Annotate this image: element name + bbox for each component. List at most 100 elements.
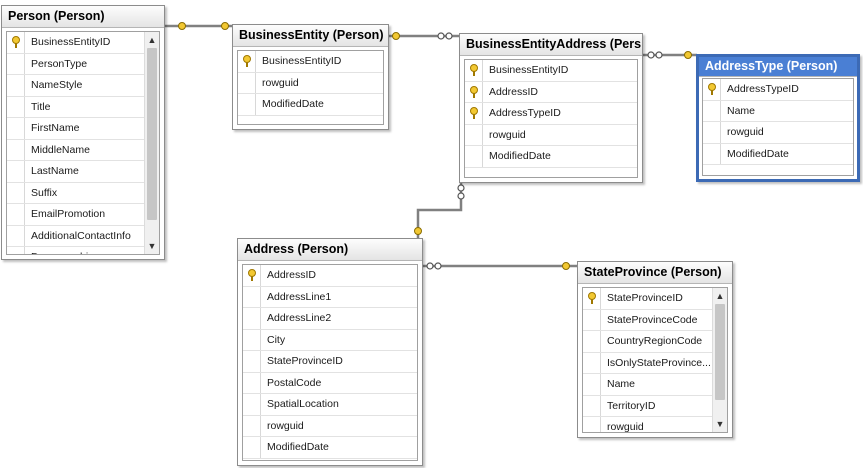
row-selector[interactable] — [243, 372, 261, 393]
field-row[interactable]: BusinessEntityID — [7, 32, 145, 54]
chevron-down-icon[interactable]: ▼ — [147, 241, 157, 251]
row-selector[interactable] — [583, 417, 601, 432]
field-row[interactable]: ModifiedDate — [243, 437, 417, 459]
field-row[interactable]: NameStyle — [7, 75, 145, 97]
field-row[interactable]: Name — [703, 100, 853, 122]
field-row[interactable]: Demographics — [7, 247, 145, 254]
row-selector[interactable] — [243, 286, 261, 307]
chevron-up-icon[interactable]: ▲ — [715, 291, 725, 301]
row-selector[interactable] — [7, 53, 25, 74]
field-row[interactable]: ModifiedDate — [465, 146, 637, 168]
field-row[interactable]: LastName — [7, 161, 145, 183]
row-selector[interactable] — [7, 118, 25, 139]
row-selector[interactable] — [238, 51, 256, 72]
table-title[interactable]: Address (Person) — [238, 239, 422, 261]
field-row[interactable]: AddressLine1 — [243, 286, 417, 308]
row-selector[interactable] — [238, 72, 256, 93]
field-row[interactable]: AddressTypeID — [465, 103, 637, 125]
field-row[interactable]: BusinessEntityID — [238, 51, 383, 73]
row-selector[interactable] — [583, 395, 601, 416]
field-row[interactable]: rowguid — [238, 72, 383, 94]
field-row[interactable]: AddressLine2 — [243, 308, 417, 330]
field-row[interactable]: FirstName — [7, 118, 145, 140]
scrollbar-thumb[interactable] — [147, 48, 157, 220]
chevron-up-icon[interactable]: ▲ — [147, 35, 157, 45]
row-selector[interactable] — [7, 96, 25, 117]
field-row[interactable]: EmailPromotion — [7, 204, 145, 226]
field-row[interactable]: Title — [7, 96, 145, 118]
row-selector[interactable] — [703, 143, 721, 164]
field-row[interactable]: AdditionalContactInfo — [7, 225, 145, 247]
relationship-businessentityaddress-addresstype[interactable] — [643, 51, 697, 59]
field-row[interactable]: rowguid — [465, 124, 637, 146]
row-selector[interactable] — [465, 81, 483, 102]
table-title[interactable]: AddressType (Person) — [699, 57, 857, 77]
field-row[interactable]: CountryRegionCode — [583, 331, 713, 353]
field-row[interactable]: PersonType — [7, 53, 145, 75]
row-selector[interactable] — [7, 204, 25, 225]
field-row[interactable]: rowguid — [243, 415, 417, 437]
field-row[interactable]: rowguid — [703, 122, 853, 144]
field-row[interactable]: Suffix — [7, 182, 145, 204]
relationship-address-stateprovince[interactable] — [423, 262, 577, 270]
field-row[interactable]: ModifiedDate — [238, 94, 383, 116]
row-selector[interactable] — [7, 139, 25, 160]
relationship-businessentityaddress-address[interactable] — [414, 183, 465, 238]
vertical-scrollbar[interactable]: ▲ ▼ — [712, 288, 727, 432]
field-row[interactable]: IsOnlyStateProvince... — [583, 352, 713, 374]
row-selector[interactable] — [465, 103, 483, 124]
row-selector[interactable] — [583, 374, 601, 395]
table-title[interactable]: Person (Person) — [2, 6, 164, 28]
table-businessentityaddress[interactable]: BusinessEntityAddress (Pers BusinessEnti… — [459, 33, 643, 183]
row-selector[interactable] — [243, 437, 261, 458]
row-selector[interactable] — [465, 124, 483, 145]
field-row[interactable]: BusinessEntityID — [465, 60, 637, 82]
row-selector[interactable] — [243, 351, 261, 372]
field-row[interactable]: StateProvinceID — [583, 288, 713, 310]
scrollbar-thumb[interactable] — [715, 304, 725, 400]
row-selector[interactable] — [703, 79, 721, 100]
row-selector[interactable] — [7, 247, 25, 254]
row-selector[interactable] — [238, 94, 256, 115]
row-selector[interactable] — [7, 182, 25, 203]
row-selector[interactable] — [243, 308, 261, 329]
field-row[interactable]: AddressTypeID — [703, 79, 853, 101]
row-selector[interactable] — [7, 32, 25, 53]
row-selector[interactable] — [7, 225, 25, 246]
row-selector[interactable] — [7, 75, 25, 96]
row-selector[interactable] — [243, 265, 261, 286]
table-title[interactable]: StateProvince (Person) — [578, 262, 732, 284]
field-row[interactable]: City — [243, 329, 417, 351]
table-businessentity[interactable]: BusinessEntity (Person) BusinessEntityID… — [232, 24, 389, 130]
row-selector[interactable] — [583, 309, 601, 330]
row-selector[interactable] — [583, 352, 601, 373]
row-selector[interactable] — [583, 331, 601, 352]
field-row[interactable]: SpatialLocation — [243, 394, 417, 416]
row-selector[interactable] — [243, 415, 261, 436]
chevron-down-icon[interactable]: ▼ — [715, 419, 725, 429]
vertical-scrollbar[interactable]: ▲ ▼ — [144, 32, 159, 254]
field-row[interactable]: ModifiedDate — [703, 143, 853, 165]
field-row[interactable]: AddressID — [243, 265, 417, 287]
table-title[interactable]: BusinessEntityAddress (Pers — [460, 34, 642, 56]
field-row[interactable]: AddressID — [465, 81, 637, 103]
relationship-businessentity-businessentityaddress[interactable] — [389, 32, 460, 40]
relationship-person-businessentity[interactable] — [164, 22, 233, 30]
row-selector[interactable] — [243, 394, 261, 415]
row-selector[interactable] — [583, 288, 601, 309]
row-selector[interactable] — [465, 60, 483, 81]
field-row[interactable]: StateProvinceID — [243, 351, 417, 373]
row-selector[interactable] — [703, 100, 721, 121]
table-title[interactable]: BusinessEntity (Person) — [233, 25, 388, 47]
field-row[interactable]: TerritoryID — [583, 395, 713, 417]
field-row[interactable]: Name — [583, 374, 713, 396]
field-row[interactable]: rowguid — [583, 417, 713, 432]
row-selector[interactable] — [7, 161, 25, 182]
field-row[interactable]: StateProvinceCode — [583, 309, 713, 331]
row-selector[interactable] — [703, 122, 721, 143]
row-selector[interactable] — [243, 329, 261, 350]
